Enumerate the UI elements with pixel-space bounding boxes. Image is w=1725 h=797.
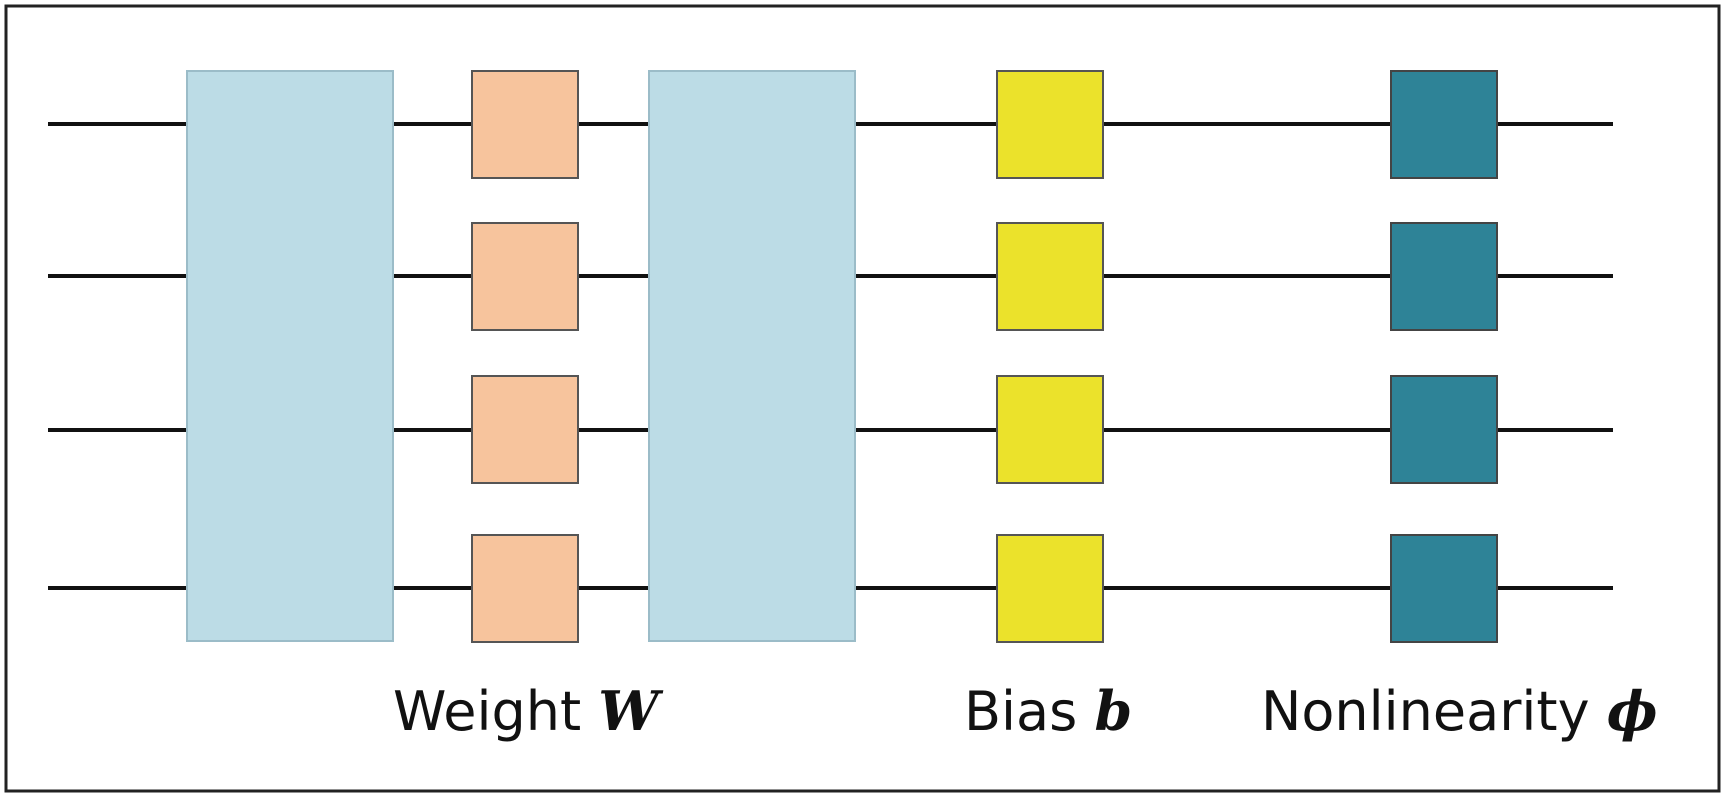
bias-label-text: Bias	[964, 680, 1094, 743]
unitary-block-1	[186, 70, 394, 642]
weight-label-text: Weight	[393, 680, 598, 743]
nonlinearity-box-1	[1390, 70, 1498, 179]
nonlinearity-box-4	[1390, 534, 1498, 643]
nonlinearity-box-2	[1390, 222, 1498, 331]
weight-box-4	[471, 534, 579, 643]
bias-label: Bias b	[964, 679, 1132, 743]
nonlinearity-label: Nonlinearity ϕ	[1261, 679, 1658, 743]
weight-box-3	[471, 375, 579, 484]
nonlinearity-symbol: ϕ	[1607, 679, 1658, 743]
nonlinearity-box-3	[1390, 375, 1498, 484]
weight-box-2	[471, 222, 579, 331]
weight-box-1	[471, 70, 579, 179]
bias-symbol: b	[1094, 679, 1132, 743]
weight-boxes	[471, 70, 579, 643]
bias-box-3	[996, 375, 1104, 484]
nonlinearity-label-text: Nonlinearity	[1261, 680, 1607, 743]
bias-box-2	[996, 222, 1104, 331]
weight-label: Weight W	[393, 679, 664, 743]
weight-symbol: W	[598, 679, 664, 743]
nonlinearity-boxes	[1390, 70, 1498, 643]
unitary-block-2	[648, 70, 856, 642]
bias-boxes	[996, 70, 1104, 643]
bias-box-1	[996, 70, 1104, 179]
bias-box-4	[996, 534, 1104, 643]
